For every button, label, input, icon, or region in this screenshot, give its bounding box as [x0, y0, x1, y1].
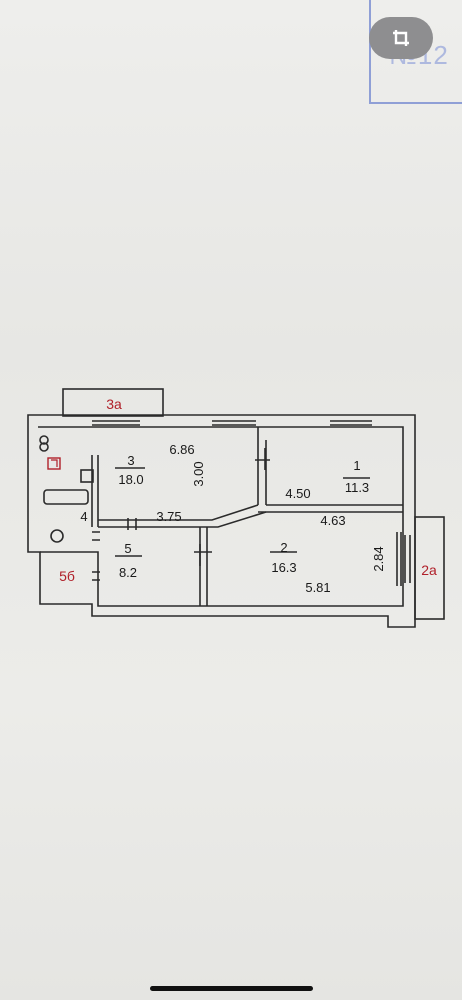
- room1-number: 1: [353, 458, 360, 473]
- room2-number: 2: [280, 540, 287, 555]
- red-marker-box: [47, 457, 61, 470]
- window-kitchen: [212, 420, 256, 426]
- label-2a: 2а: [421, 562, 437, 578]
- dim-3-00: 3.00: [191, 461, 206, 486]
- door-tick-1: [255, 448, 270, 470]
- dim-4-50: 4.50: [285, 486, 310, 501]
- window-room3: [92, 420, 140, 426]
- partition-3-1: [257, 427, 267, 505]
- room3-number: 3: [127, 453, 134, 468]
- dim-4: 4: [80, 509, 87, 524]
- red-marker-mark: [51, 459, 58, 467]
- label-3a: 3а: [106, 396, 122, 412]
- crop-button[interactable]: [369, 17, 433, 59]
- room1-area: 11.3: [345, 480, 369, 495]
- window-room2: [396, 532, 402, 586]
- bathroom-wall: [91, 455, 99, 527]
- room5-area: 8.2: [119, 565, 137, 580]
- dim-4-63: 4.63: [320, 513, 345, 528]
- toilet: [80, 469, 94, 483]
- partition-5-2: [199, 527, 208, 606]
- appliance-circle-2: [39, 442, 49, 452]
- balcony-3a: [62, 388, 164, 417]
- partition-1-2: [258, 504, 403, 513]
- sink: [50, 529, 64, 543]
- door-tick-3: [127, 518, 137, 530]
- appliance-circle-1: [39, 435, 49, 445]
- balcony-2a: [414, 516, 445, 620]
- dim-3-75: 3.75: [156, 509, 181, 524]
- dim-5-81: 5.81: [305, 580, 330, 595]
- crop-icon: [393, 30, 409, 46]
- door-tick-4: [92, 531, 100, 541]
- home-indicator[interactable]: [150, 986, 313, 991]
- room2-area: 16.3: [271, 560, 296, 575]
- door-tick-2: [194, 544, 212, 566]
- bathtub: [43, 489, 89, 505]
- door-balcony-2a: [404, 535, 411, 583]
- room3-area: 18.0: [118, 472, 143, 487]
- inner-wall: [38, 426, 404, 607]
- plan-walls: [27, 388, 445, 628]
- partition-diagonal: [98, 504, 267, 528]
- dim-2-84: 2.84: [371, 546, 386, 571]
- label-5b: 5б: [59, 568, 75, 584]
- door-tick-5: [92, 571, 100, 581]
- window-room1: [330, 420, 372, 426]
- room5-number: 5: [124, 541, 131, 556]
- dim-6-86: 6.86: [169, 442, 194, 457]
